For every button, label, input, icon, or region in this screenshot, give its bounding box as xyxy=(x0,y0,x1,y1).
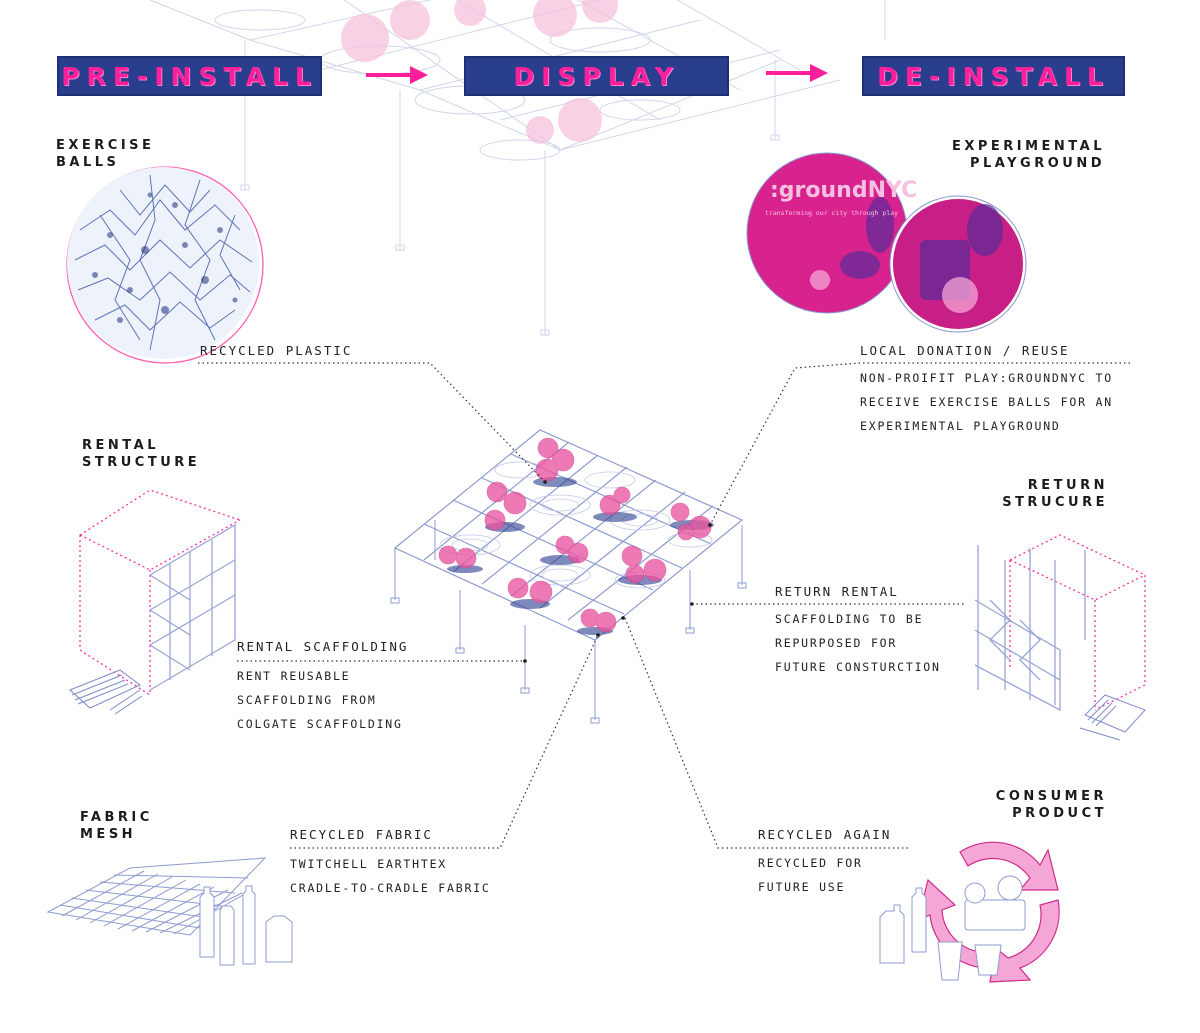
heading-rental-structure: RENTAL STRUCTURE xyxy=(82,438,201,470)
desc-return-rental-line-3: FUTURE CONSTURCTION xyxy=(775,660,941,674)
desc-return-rental-line-1: SCAFFOLDING TO BE xyxy=(775,612,924,626)
consumer-product-drawing xyxy=(879,841,1060,983)
desc-local-donation-line-2: RECEIVE EXERCISE BALLS FOR AN xyxy=(860,395,1113,409)
leader-lines xyxy=(198,362,1130,849)
label-local-donation: LOCAL DONATION / REUSE xyxy=(860,343,1070,358)
heading-exercise-balls: EXERCISE BALLS xyxy=(56,138,155,170)
desc-local-donation-line-1: NON-PROIFIT PLAY:GROUNDNYC TO xyxy=(860,371,1113,385)
heading-experimental-playground: EXPERIMENTAL PLAYGROUND xyxy=(951,139,1105,171)
desc-recycled-again: RECYCLED FOR FUTURE USE xyxy=(758,851,863,899)
fabric-mesh-drawing xyxy=(46,857,293,966)
phase-pre-install-label: PRE-INSTALL xyxy=(61,61,318,91)
desc-local-donation-line-3: EXPERIMENTAL PLAYGROUND xyxy=(860,419,1061,433)
rental-structure-drawing xyxy=(69,489,241,715)
faded-structure-top xyxy=(149,0,886,336)
phase-de-install-label: DE-INSTALL xyxy=(877,61,1110,91)
desc-recycled-again-line-2: FUTURE USE xyxy=(758,880,846,894)
desc-return-rental-line-2: REPURPOSED FOR xyxy=(775,636,898,650)
phase-pre-install: PRE-INSTALL xyxy=(57,56,322,96)
desc-recycled-again-line-1: RECYCLED FOR xyxy=(758,856,863,870)
desc-rental-scaffolding-line-3: COLGATE SCAFFOLDING xyxy=(237,717,403,731)
playground-image xyxy=(746,152,1027,333)
phase-de-install: DE-INSTALL xyxy=(862,56,1125,96)
return-structure-drawing xyxy=(974,534,1146,741)
phase-display: DISPLAY xyxy=(464,56,729,96)
recycled-plastic-image xyxy=(66,166,264,364)
desc-local-donation: NON-PROIFIT PLAY:GROUNDNYC TO RECEIVE EX… xyxy=(860,366,1113,438)
desc-rental-scaffolding-line-1: RENT REUSABLE xyxy=(237,669,351,683)
label-recycled-plastic: RECYCLED PLASTIC xyxy=(200,343,353,358)
heading-return-structure: RETURN STRUCURE xyxy=(1002,478,1108,510)
phase-arrows xyxy=(366,64,828,84)
label-recycled-again: RECYCLED AGAIN xyxy=(758,827,892,842)
phase-display-label: DISPLAY xyxy=(513,61,680,91)
faded-balls-top xyxy=(341,0,618,144)
desc-rental-scaffolding-line-2: SCAFFOLDING FROM xyxy=(237,693,377,707)
installation-grid xyxy=(390,429,747,724)
desc-recycled-fabric-line-1: TWITCHELL EARTHTEX xyxy=(290,857,448,871)
label-rental-scaffolding: RENTAL SCAFFOLDING xyxy=(237,639,409,654)
desc-rental-scaffolding: RENT REUSABLE SCAFFOLDING FROM COLGATE S… xyxy=(237,664,403,736)
label-recycled-fabric: RECYCLED FABRIC xyxy=(290,827,433,842)
desc-recycled-fabric: TWITCHELL EARTHTEX CRADLE-TO-CRADLE FABR… xyxy=(290,852,491,900)
heading-fabric-mesh: FABRIC MESH xyxy=(80,810,153,842)
heading-consumer-product: CONSUMER PRODUCT xyxy=(995,789,1107,821)
desc-return-rental: SCAFFOLDING TO BE REPURPOSED FOR FUTURE … xyxy=(775,607,941,679)
desc-recycled-fabric-line-2: CRADLE-TO-CRADLE FABRIC xyxy=(290,881,491,895)
label-return-rental: RETURN RENTAL xyxy=(775,584,899,599)
